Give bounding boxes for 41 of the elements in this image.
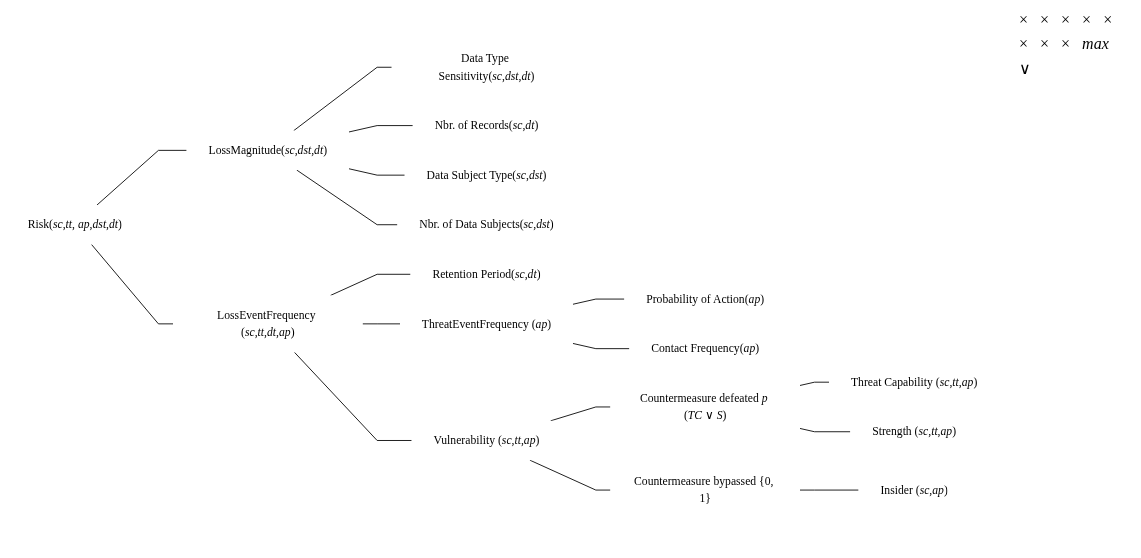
operator-label: max — [1082, 35, 1109, 53]
node-text: Countermeasure bypassed {0, 1} — [634, 475, 774, 505]
operator-label: × — [1019, 11, 1029, 29]
connector — [91, 244, 174, 325]
node-text: Risk(sc,tt, ap,dst,dt) — [27, 218, 122, 231]
connector — [550, 406, 611, 422]
connector — [348, 125, 414, 133]
connector — [572, 343, 630, 350]
operator-label: × — [1103, 11, 1113, 29]
connector — [529, 460, 611, 491]
operator-label: × — [1040, 11, 1050, 29]
connector — [296, 169, 398, 226]
operator-label: × — [1061, 11, 1071, 29]
operator-label: × — [1061, 35, 1071, 53]
connector — [330, 274, 411, 297]
node-text: Data Subject Type(sc,dst) — [426, 168, 547, 182]
connector — [96, 150, 188, 206]
node-text: Strength (sc,tt,ap) — [872, 425, 957, 438]
node-text: Countermeasure defeated p (TC ∨ S) — [639, 391, 768, 422]
node-text: Vulnerability (sc,tt,ap) — [433, 434, 540, 447]
node-text: Contact Frequency(ap) — [651, 342, 760, 355]
operator-label: × — [1082, 11, 1092, 29]
node-text: LossMagnitude(sc,dst,dt) — [208, 144, 328, 157]
connector — [572, 298, 625, 306]
node-text: ThreatEventFrequency (ap) — [421, 317, 552, 331]
operator-label: ∨ — [1019, 59, 1031, 78]
node-text: Retention Period(sc,dt) — [432, 268, 541, 281]
node-text: Data Type Sensitivity(sc,dst,dt) — [438, 52, 535, 83]
connector — [799, 382, 830, 387]
node-text: Nbr. of Records(sc,dt) — [434, 119, 539, 132]
node-text: Insider (sc,ap) — [880, 483, 948, 497]
node-text: Probability of Action(ap) — [646, 292, 765, 306]
node-text: LossEventFrequency (sc,tt,dt,ap) — [217, 308, 316, 339]
node-text: Threat Capability (sc,tt,ap) — [850, 375, 978, 389]
operator-label: × — [1040, 35, 1050, 53]
operator-label: × — [1019, 35, 1029, 53]
connector — [293, 67, 393, 132]
connector — [348, 168, 406, 176]
connector — [799, 428, 851, 433]
connector — [294, 352, 413, 442]
node-text: Nbr. of Data Subjects(sc,dst) — [419, 218, 554, 231]
